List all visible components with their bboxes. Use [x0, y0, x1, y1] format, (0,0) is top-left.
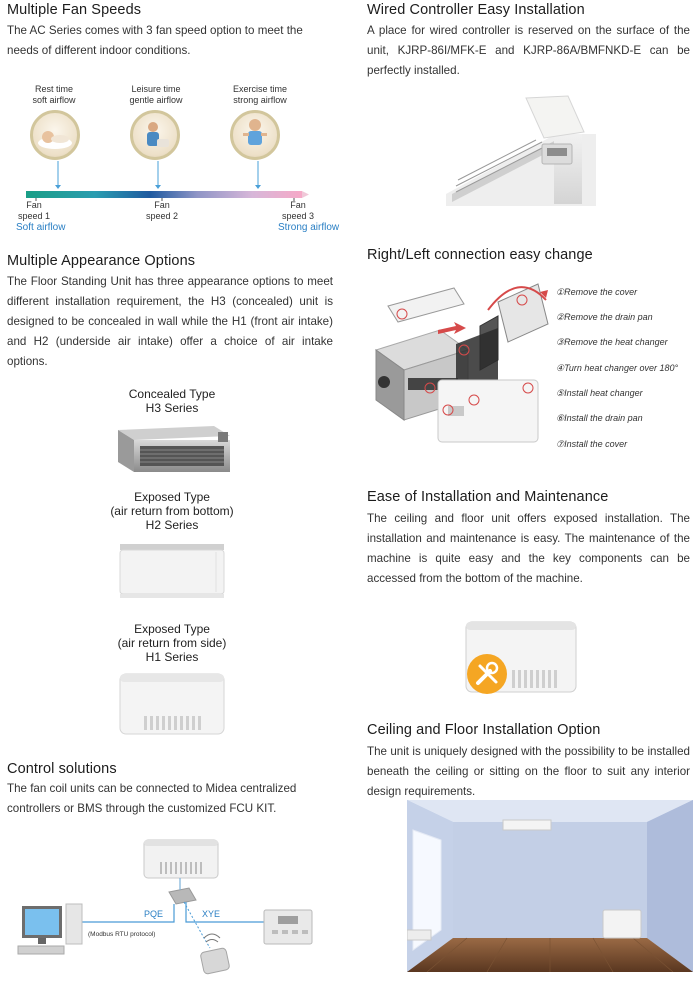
- concealed-unit-image: [118, 426, 230, 472]
- step-5: ⑤Install heat changer: [556, 388, 643, 398]
- exposed-bottom-unit-image: [119, 544, 225, 598]
- fan-speeds-heading: Multiple Fan Speeds: [7, 2, 142, 18]
- strong-airflow-label: Strong airflow: [278, 222, 340, 233]
- fan-speeds-text: The AC Series comes with 3 fan speed opt…: [7, 24, 303, 57]
- appearance-heading: Multiple Appearance Options: [7, 253, 196, 269]
- wired-controller-text: A place for wired controller is reserved…: [367, 24, 690, 77]
- wired-controller-heading: Wired Controller Easy Installation: [367, 2, 585, 18]
- maintenance-text: The ceiling and floor unit offers expose…: [367, 512, 690, 585]
- modbus-label: (Modbus RTU protocol): [88, 931, 156, 938]
- step-6: ⑥Install the drain pan: [556, 413, 643, 423]
- exposed-bottom-type-label: Exposed Type(air return from bottom)H2 S…: [110, 490, 234, 532]
- xye-label: XYE: [202, 909, 221, 919]
- control-heading: Control solutions: [7, 761, 117, 777]
- maintenance-heading: Ease of Installation and Maintenance: [367, 489, 609, 505]
- rest-time-photo: [30, 110, 80, 160]
- exposed-side-unit-image: [119, 673, 225, 735]
- exposed-side-type-label: Exposed Type(air return from side)H1 Ser…: [117, 622, 227, 664]
- wired-controller-image: [446, 95, 596, 206]
- step-7: ⑦Install the cover: [556, 439, 628, 449]
- room-installation-image: [407, 800, 693, 972]
- connection-heading: Right/Left connection easy change: [367, 247, 593, 263]
- appearance-text: The Floor Standing Unit has three appear…: [7, 275, 333, 368]
- ceiling-heading: Ceiling and Floor Installation Option: [367, 722, 601, 738]
- ceiling-text: The unit is uniquely designed with the p…: [367, 745, 690, 798]
- step-1: ①Remove the cover: [556, 287, 638, 297]
- control-network-diagram: [17, 839, 313, 975]
- fan-speed-connectors: [55, 161, 261, 189]
- connection-change-diagram: [374, 283, 549, 443]
- step-2: ②Remove the drain pan: [556, 312, 653, 322]
- exercise-time-photo: [230, 110, 280, 160]
- tools-icon: [467, 654, 507, 694]
- soft-airflow-label: Soft airflow: [16, 222, 66, 233]
- step-3: ③Remove the heat changer: [556, 337, 668, 347]
- step-4: ④Turn heat changer over 180°: [556, 363, 679, 373]
- leisure-time-photo: [130, 110, 180, 160]
- control-text: The fan coil units can be connected to M…: [7, 782, 297, 815]
- pqe-label: PQE: [144, 909, 164, 919]
- fan-speed-gradient-bar: [26, 191, 309, 201]
